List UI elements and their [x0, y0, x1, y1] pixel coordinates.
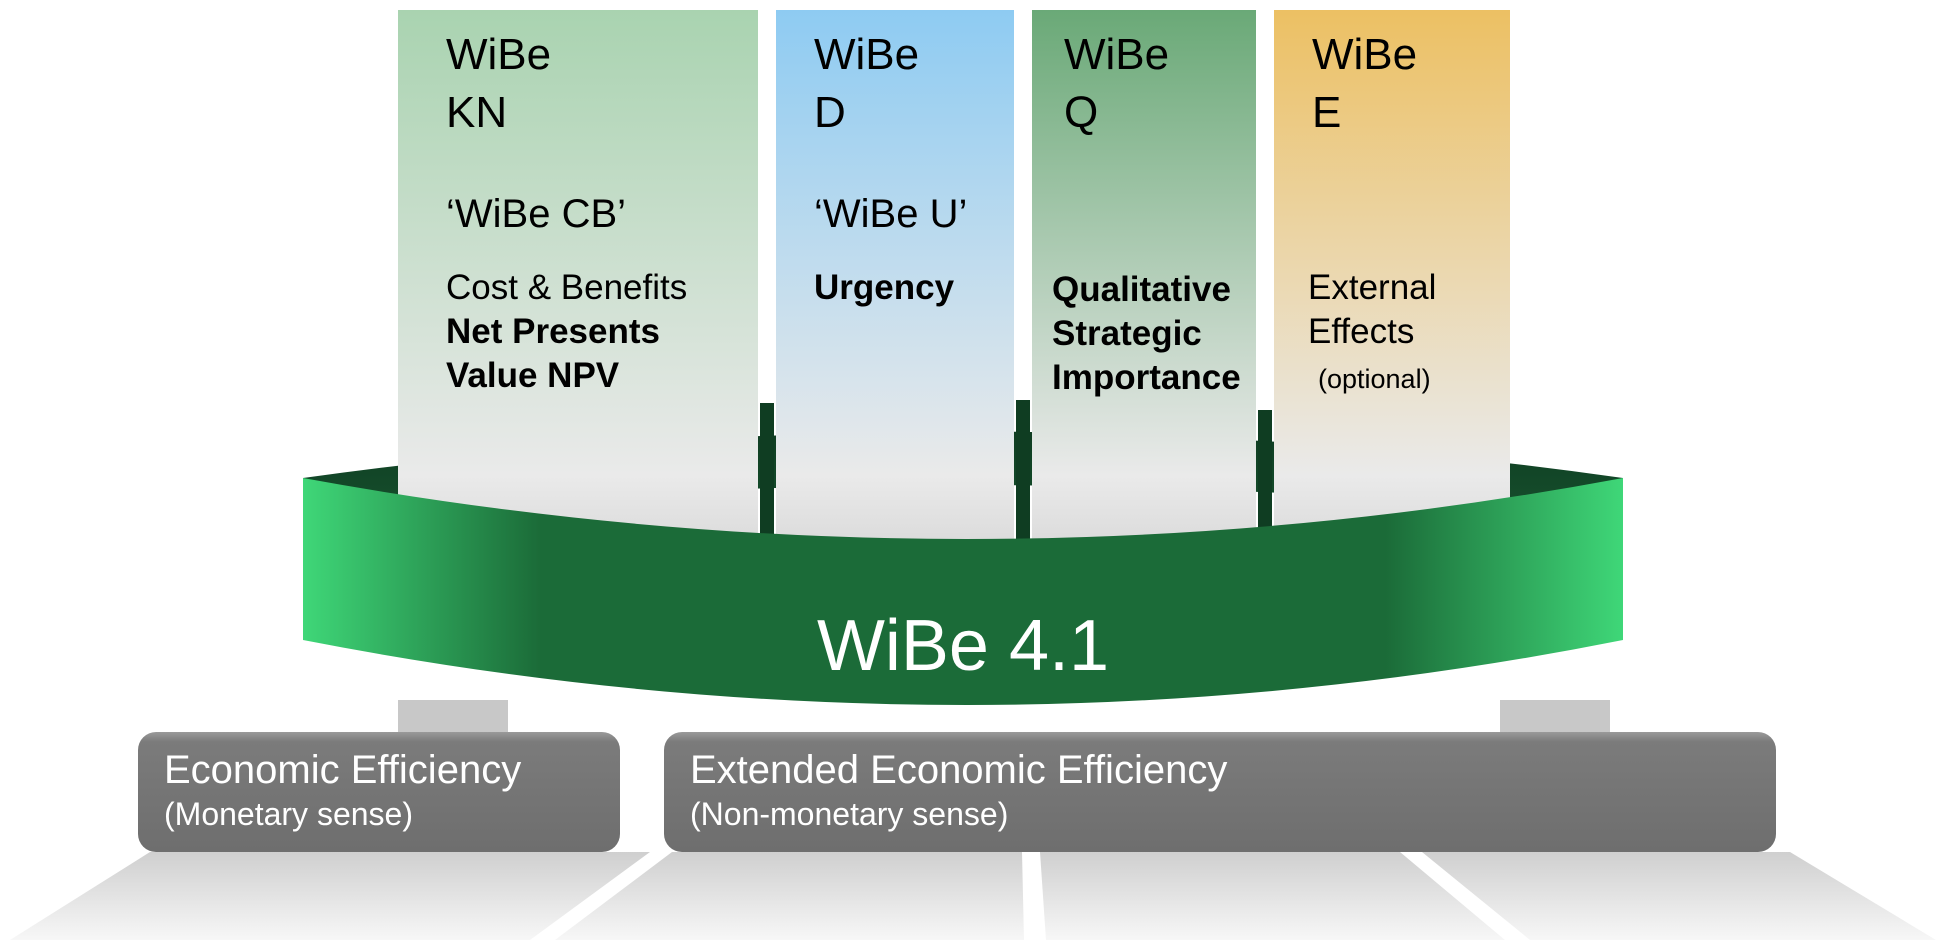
pillar-title: WiBe — [1312, 30, 1418, 79]
pillar-description-line: Urgency — [814, 268, 955, 307]
base-box-subtitle: (Non-monetary sense) — [690, 796, 1009, 832]
pillar-title: WiBe — [1064, 30, 1170, 79]
ring-back-gap — [1258, 410, 1272, 560]
base-box-title: Economic Efficiency — [164, 748, 522, 792]
floor-lane-line — [1022, 852, 1046, 940]
ring-back-gap — [760, 403, 774, 553]
pillar-code: D — [814, 88, 846, 137]
pillar-kn-background — [398, 10, 758, 558]
pillar-code: KN — [446, 88, 508, 137]
pillar-title: WiBe — [446, 30, 552, 79]
pillar-description-line: Value NPV — [446, 356, 620, 395]
pillar-code: E — [1312, 88, 1342, 137]
pillar-description-line: External — [1308, 268, 1437, 307]
pillar-description-line: Net Presents — [446, 312, 660, 351]
economic-efficiency-box: Economic Efficiency (Monetary sense) — [138, 732, 620, 852]
pillar-alias: ‘WiBe U’ — [814, 192, 968, 236]
pillar-d-background — [776, 10, 1014, 558]
pillar-alias: ‘WiBe CB’ — [446, 192, 627, 236]
floor-lane-line — [1400, 852, 1530, 940]
pillar-description-line: Strategic — [1052, 314, 1202, 353]
pillar-note: (optional) — [1318, 364, 1431, 394]
pillar-code: Q — [1064, 88, 1099, 137]
pillar-description-line: Qualitative — [1052, 270, 1231, 309]
extended-economic-efficiency-box: Extended Economic Efficiency (Non-moneta… — [664, 732, 1776, 852]
base-box-title: Extended Economic Efficiency — [690, 748, 1228, 792]
pillar-q-background — [1032, 10, 1256, 558]
pillar-e-background — [1274, 10, 1510, 558]
floor-lane-line — [530, 852, 672, 940]
pillar-description-line: Importance — [1052, 358, 1241, 397]
base-box-extended — [664, 732, 1776, 852]
ring-label: WiBe 4.1 — [816, 606, 1110, 686]
pillar-description-line: Effects — [1308, 312, 1415, 351]
floor-surface — [10, 852, 1936, 940]
base-box-subtitle: (Monetary sense) — [164, 796, 413, 832]
pillar-description-line: Cost & Benefits — [446, 268, 688, 307]
base-box-economic — [138, 732, 620, 852]
ring-front — [303, 478, 1623, 705]
ring-back-gap — [1016, 400, 1030, 550]
pillar-title: WiBe — [814, 30, 920, 79]
